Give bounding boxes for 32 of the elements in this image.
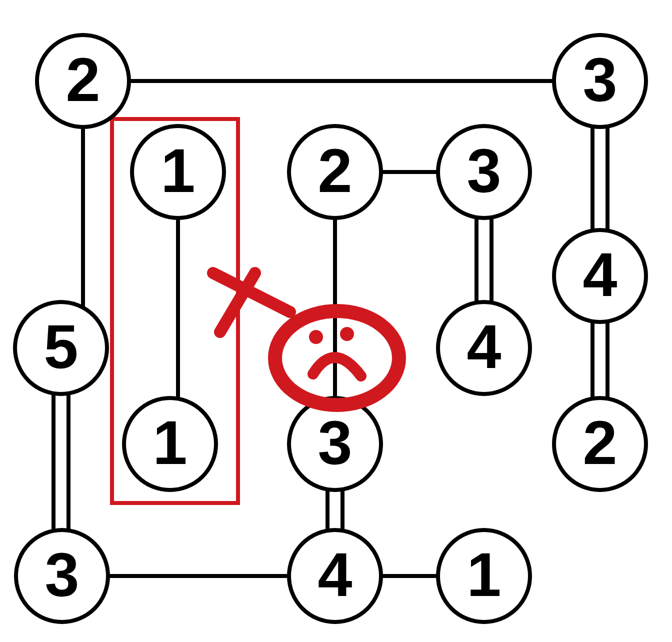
clue-number: 4 [582,245,618,307]
bridge-line [176,218,180,399]
bridge-line [381,574,438,578]
bridge-line [81,127,85,308]
clue-number: 1 [466,545,502,607]
bridge-line [606,126,610,231]
bridge-line [108,574,289,578]
clue-number: 1 [152,413,188,475]
clue-number: 4 [466,317,502,379]
clue-number: 1 [160,141,196,203]
bridge-line [129,79,554,83]
clue-number: 3 [318,413,352,475]
bridge-line [333,218,337,398]
bridge-line [66,393,70,530]
clue-number: 3 [44,545,80,607]
bridge-line [381,170,438,174]
bridge-line [340,489,344,531]
bridge-line [606,321,610,399]
bridge-line [590,126,594,231]
clue-number: 2 [582,413,618,475]
clue-number: 3 [582,50,618,112]
clue-number: 3 [466,141,502,203]
bridge-line [52,393,56,531]
clue-number: 2 [318,141,352,203]
bridge-line [590,321,594,399]
clue-number: 4 [318,545,352,607]
bridge-line [490,217,494,303]
clue-number: 5 [44,317,78,379]
highlight-frame [110,117,240,505]
bridge-line [326,489,330,531]
bridge-line [474,217,478,303]
clue-number: 2 [66,50,100,112]
